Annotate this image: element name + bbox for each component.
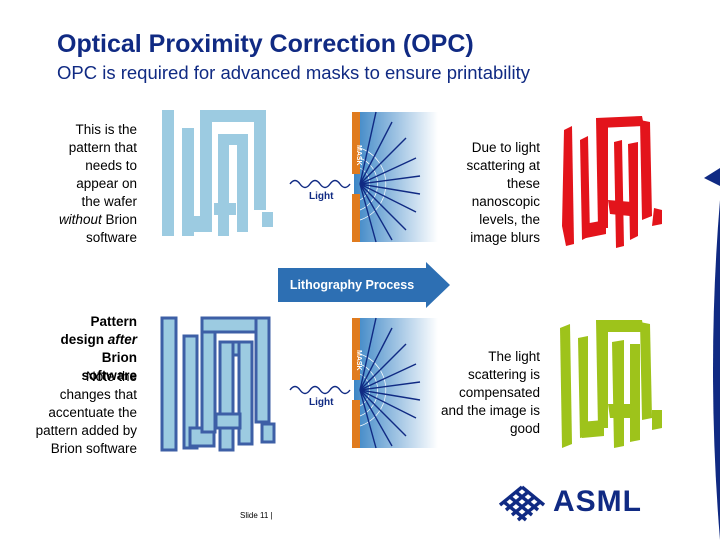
opc-corrected-pattern [160,316,276,452]
light-label-bottom: Light [309,397,334,408]
top-left-description: This is the pattern that needs to appear… [55,121,137,247]
bottom-left-heading-end: Brion software [81,350,137,383]
bottom-left-heading-text: Pattern design [60,314,137,347]
blurred-pattern [562,116,662,248]
bottom-left-heading-italic: after [107,332,137,347]
slide-number: Slide 11 | [240,511,273,520]
good-pattern [560,320,662,448]
slide-subtitle: OPC is required for advanced masks to en… [57,62,530,83]
mask-label-bottom: MASK [355,350,362,371]
top-left-text: This is the pattern that needs to appear… [68,122,137,209]
bottom-left-heading: Pattern design after Brion software [45,313,137,385]
bottom-right-description: The light scattering is compensated and … [440,349,540,436]
top-left-text-end: Brion software [85,212,137,245]
lithography-process-label: Lithography Process [289,278,415,292]
original-pattern [162,110,273,236]
light-label-top: Light [309,191,334,202]
light-wave-icon [289,385,351,395]
asml-logo-icon [498,485,546,522]
mask-diagram-top [289,111,438,243]
light-wave-icon [289,179,351,189]
slide-title: Optical Proximity Correction (OPC) [57,30,474,58]
asml-logo: ASML [496,483,656,527]
bottom-left-description: Note the changes that accentuate the pat… [35,369,137,456]
mask-diagram-bottom [289,317,438,449]
right-edge-accent [704,168,720,540]
lithography-process-arrow: Lithography Process [278,262,450,308]
top-left-italic: without [58,212,102,227]
top-right-description: Due to light scattering at these nanosco… [466,140,540,245]
asml-logo-text: ASML [553,485,642,518]
mask-label-top: MASK [355,145,362,166]
